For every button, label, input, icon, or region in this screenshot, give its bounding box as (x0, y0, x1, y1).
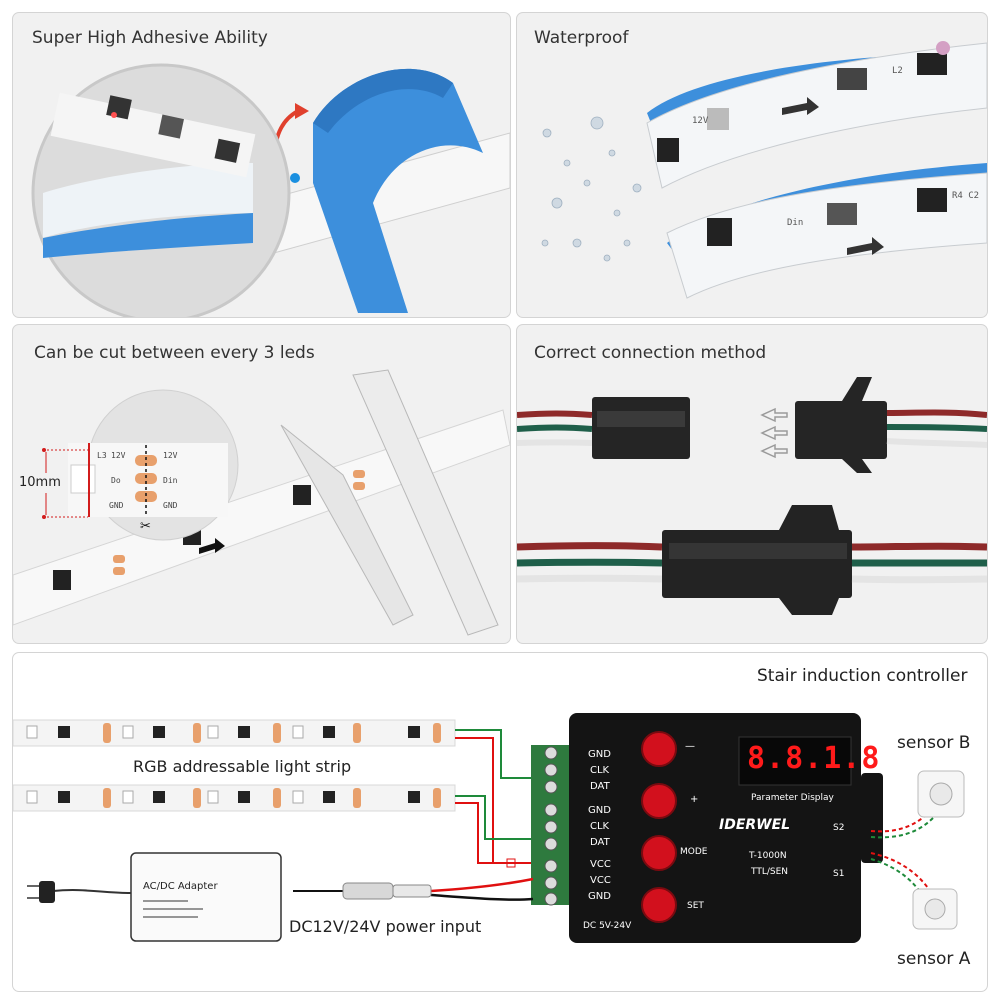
mode-button-label: MODE (680, 847, 708, 857)
terminal-label-clk1: CLK (590, 765, 610, 776)
terminal-label-gnd3: GND (588, 891, 611, 902)
svg-text:✂: ✂ (140, 519, 151, 534)
svg-text:Din: Din (787, 218, 803, 228)
display-caption: Parameter Display (751, 793, 834, 803)
svg-text:L2: L2 (892, 66, 903, 76)
terminal-label-vcc1: VCC (590, 859, 611, 870)
adhesive-panel: Super High Adhesive Ability (12, 12, 511, 318)
svg-text:12V: 12V (692, 116, 709, 126)
brand-logo: IDERWEL (719, 817, 791, 833)
pcb-label: L3 (97, 451, 107, 460)
sensor-b-label: sensor B (897, 733, 971, 753)
cut-illustration: ✂ L3 12V Do GND 12V Din GND (13, 369, 510, 636)
sensor-a-label: sensor A (897, 949, 971, 969)
terminal-label-gnd1: GND (588, 749, 611, 760)
mode-text: TTL/SEN (751, 867, 789, 877)
terminal-label-vcc2: VCC (590, 875, 611, 886)
power-input-label: DC12V/24V power input (289, 917, 482, 936)
input-spec: DC 5V-24V (583, 921, 632, 931)
waterproof-panel: Waterproof 12V Din L2 R4 C2 (516, 12, 988, 318)
adapter-label: AC/DC Adapter (143, 881, 218, 892)
model-number: T-1000N (749, 851, 787, 861)
s2-label: S2 (833, 823, 845, 833)
plus-button-label: + (690, 794, 699, 805)
waterproof-illustration: 12V Din L2 R4 C2 (541, 41, 987, 299)
terminal-label-dat1: DAT (590, 781, 610, 792)
panel-title: Can be cut between every 3 leds (34, 343, 315, 363)
wiring-diagram (13, 713, 965, 943)
svg-text:12V: 12V (111, 451, 126, 460)
svg-text:Din: Din (163, 476, 178, 485)
plus-button[interactable] (641, 783, 677, 819)
minus-button[interactable] (641, 731, 677, 767)
svg-text:12V: 12V (163, 451, 178, 460)
set-button[interactable] (641, 887, 677, 923)
svg-text:Do: Do (111, 476, 121, 485)
svg-text:R4 C2: R4 C2 (952, 191, 979, 201)
panel-title: Waterproof (534, 28, 629, 48)
adhesive-illustration (31, 63, 510, 317)
panel-title: Correct connection method (534, 343, 767, 363)
terminal-label-clk2: CLK (590, 821, 610, 832)
panel-title: Super High Adhesive Ability (32, 28, 268, 48)
connection-panel: Correct connection method (516, 324, 988, 644)
svg-text:GND: GND (163, 501, 178, 510)
cut-panel: Can be cut between every 3 leds ✂ L3 (12, 324, 511, 644)
mode-button[interactable] (641, 835, 677, 871)
terminal-label-dat2: DAT (590, 837, 610, 848)
minus-button-label: — (685, 741, 695, 752)
set-button-label: SET (687, 901, 704, 911)
panel-title: Stair induction controller (757, 666, 968, 686)
s1-label: S1 (833, 869, 845, 879)
wiring-panel: Stair induction controller (12, 652, 988, 992)
dimension-label: 10mm (19, 475, 61, 490)
strip-label: RGB addressable light strip (133, 757, 352, 776)
terminal-label-gnd2: GND (588, 805, 611, 816)
svg-text:GND: GND (109, 501, 124, 510)
connection-illustration (517, 377, 987, 615)
parameter-display: 8.8.1.8 (747, 741, 881, 776)
